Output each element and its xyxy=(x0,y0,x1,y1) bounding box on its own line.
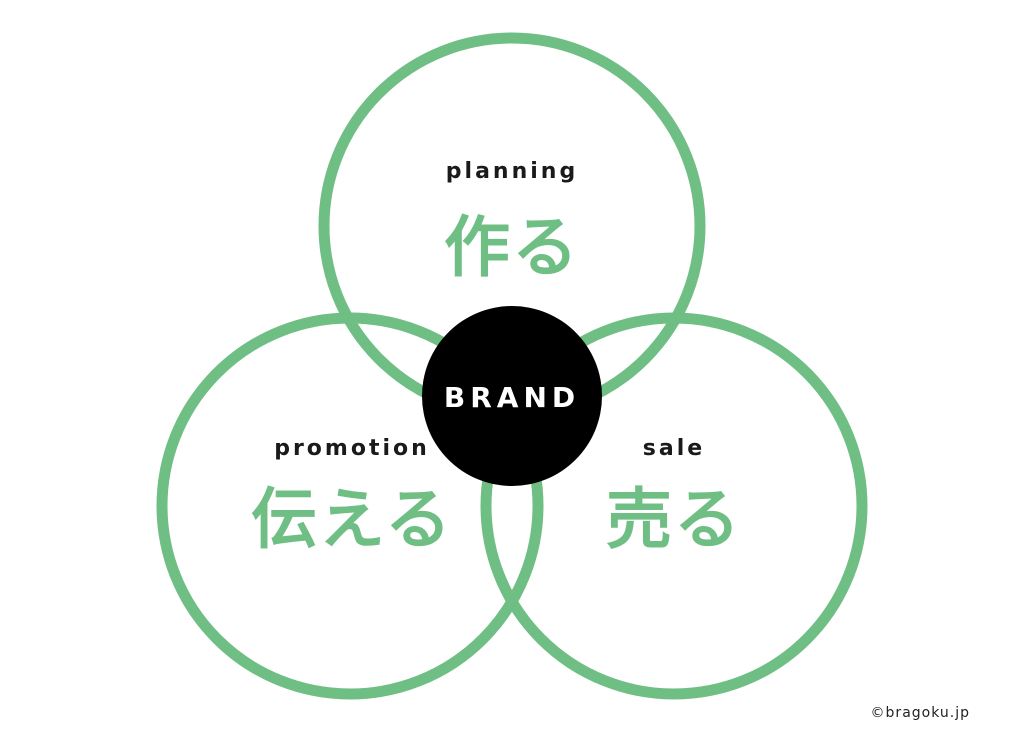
credit-text: ©bragoku.jp xyxy=(871,705,970,721)
label-promotion: promotion xyxy=(274,436,430,461)
circle-promotion xyxy=(156,312,544,700)
circle-sale xyxy=(480,312,868,700)
label-uru: 売る xyxy=(606,481,742,558)
brand-label: BRAND xyxy=(444,381,580,414)
label-tsutaeru: 伝える xyxy=(251,481,453,558)
label-planning: planning xyxy=(446,159,578,184)
label-sale: sale xyxy=(643,436,705,461)
label-tsukuru: 作る xyxy=(444,209,580,286)
brand-center-circle xyxy=(422,306,602,486)
